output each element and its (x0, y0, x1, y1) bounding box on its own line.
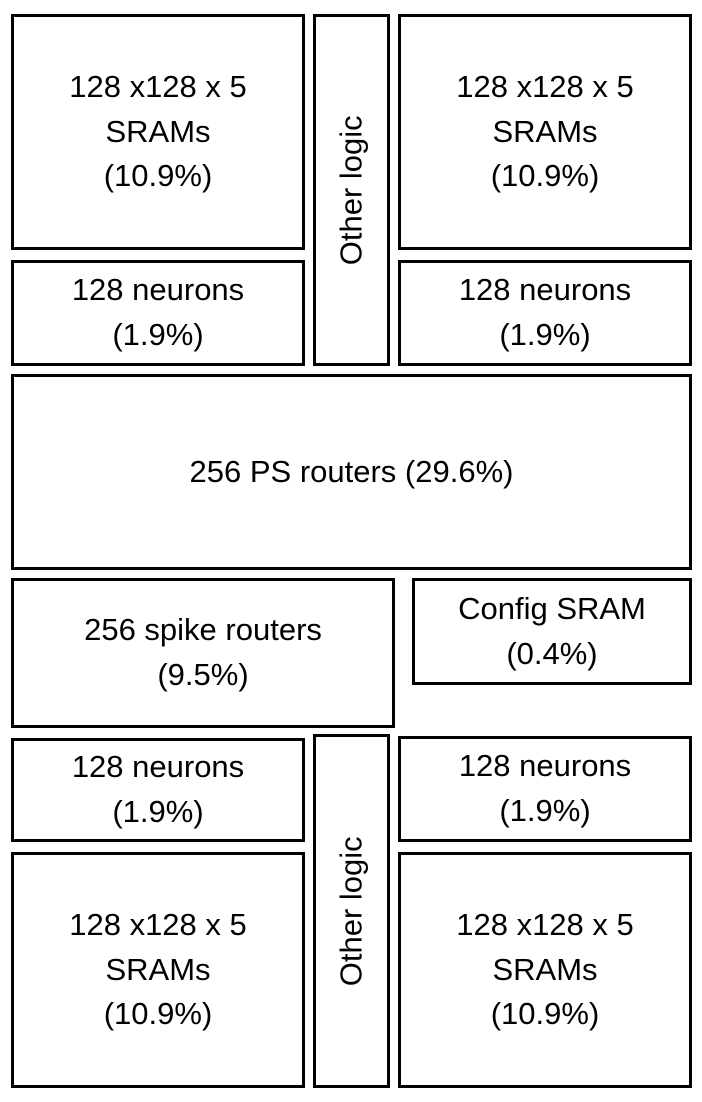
block-neurons-bottom-right-label: 128 neurons (1.9%) (458, 748, 632, 828)
block-sram-top-left-label: 128 x128 x 5 SRAMs (10.9%) (69, 69, 247, 194)
block-other-logic-top-label: Other logic (333, 115, 369, 265)
block-config-sram: Config SRAM (0.4%) (412, 578, 692, 685)
block-other-logic-top: Other logic (313, 14, 390, 366)
block-neurons-bottom-left: 128 neurons (1.9%) (11, 738, 305, 842)
block-spike-routers-label: 256 spike routers (9.5%) (84, 612, 322, 692)
block-sram-bottom-right-label: 128 x128 x 5 SRAMs (10.9%) (456, 907, 634, 1032)
block-spike-routers: 256 spike routers (9.5%) (11, 578, 395, 728)
block-sram-bottom-right: 128 x128 x 5 SRAMs (10.9%) (398, 852, 692, 1088)
block-ps-routers-label: 256 PS routers (29.6%) (189, 453, 514, 489)
block-sram-top-right-label: 128 x128 x 5 SRAMs (10.9%) (456, 69, 634, 194)
block-neurons-bottom-right: 128 neurons (1.9%) (398, 736, 692, 842)
block-sram-bottom-left-label: 128 x128 x 5 SRAMs (10.9%) (69, 907, 247, 1032)
block-neurons-top-left: 128 neurons (1.9%) (11, 260, 305, 366)
block-neurons-top-left-label: 128 neurons (1.9%) (71, 272, 245, 352)
block-sram-top-right: 128 x128 x 5 SRAMs (10.9%) (398, 14, 692, 250)
block-sram-bottom-left: 128 x128 x 5 SRAMs (10.9%) (11, 852, 305, 1088)
block-config-sram-label: Config SRAM (0.4%) (458, 590, 646, 671)
block-other-logic-bottom-label: Other logic (333, 836, 369, 986)
block-other-logic-bottom: Other logic (313, 734, 390, 1088)
block-neurons-top-right: 128 neurons (1.9%) (398, 260, 692, 366)
block-neurons-bottom-left-label: 128 neurons (1.9%) (71, 749, 245, 829)
block-neurons-top-right-label: 128 neurons (1.9%) (458, 272, 632, 352)
block-ps-routers: 256 PS routers (29.6%) (11, 374, 692, 570)
block-sram-top-left: 128 x128 x 5 SRAMs (10.9%) (11, 14, 305, 250)
